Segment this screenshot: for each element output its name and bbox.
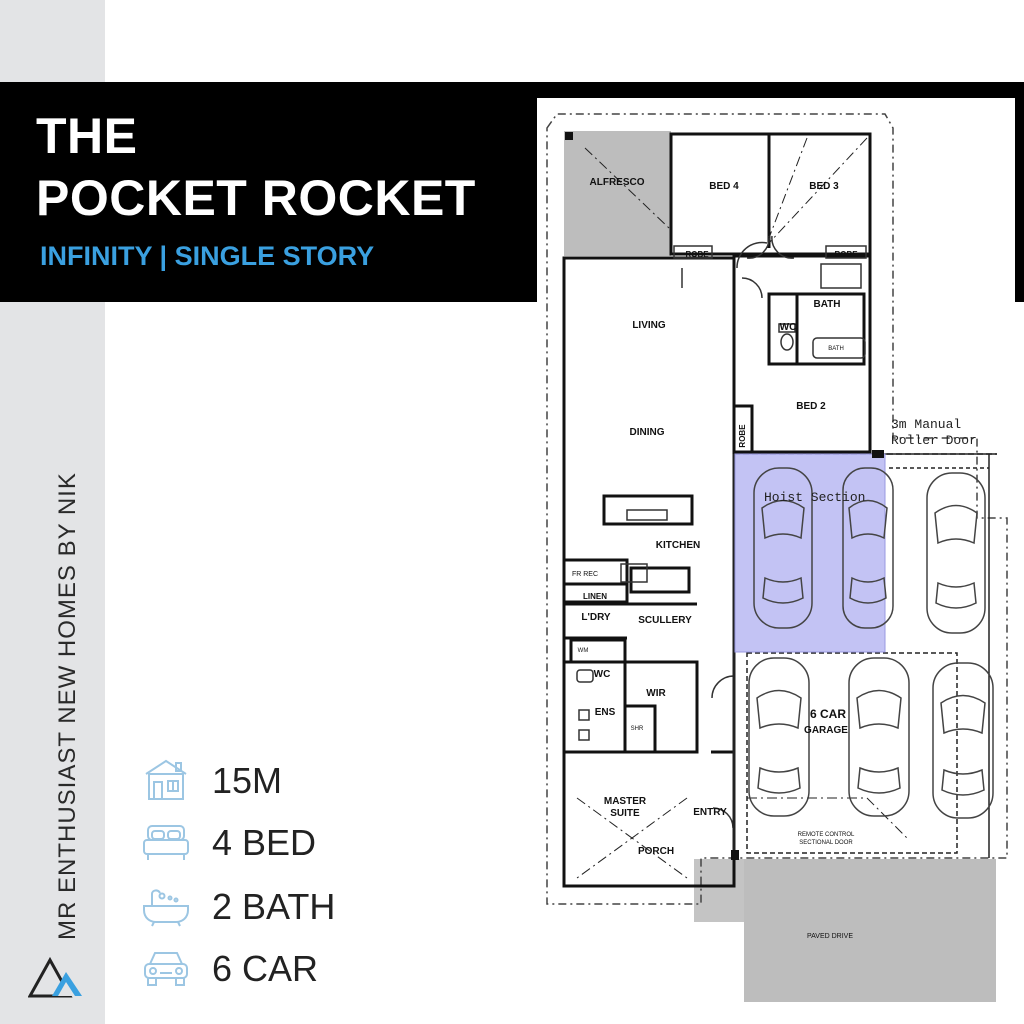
- room-label-bed3: BED 3: [809, 181, 839, 192]
- paved-drive-area: [744, 859, 996, 1002]
- car-outline: [932, 662, 994, 819]
- spec-label: 2 BATH: [212, 886, 336, 927]
- room-label-ens: ENS: [595, 707, 616, 718]
- room-label-master: MASTER: [604, 796, 647, 807]
- floor-plan: ALFRESCO BED 4 BED 3 ROBE ROBE BATH BATH…: [537, 98, 1015, 1008]
- porch-paving: [694, 859, 744, 922]
- room-label-porch: PORCH: [638, 846, 674, 857]
- annotation-roller-door: Roller Door: [891, 433, 977, 448]
- spec-bathrooms: 2 BATH: [140, 884, 400, 934]
- spec-label: 4 BED: [212, 822, 317, 863]
- bed-icon: [143, 825, 189, 860]
- room-label-entry: ENTRY: [693, 807, 727, 818]
- room-label-bathtub: BATH: [828, 346, 844, 352]
- page-title-line2: POCKET ROCKET: [36, 170, 476, 226]
- triangle-logo-icon: [28, 956, 82, 998]
- bathtub-icon: [143, 889, 189, 927]
- garage-door-label: REMOTE CONTROL: [798, 832, 855, 838]
- room-label-garage: 6 CAR: [810, 707, 846, 721]
- room-label-wm: WM: [578, 648, 589, 654]
- brand-vertical-text: MR ENTHUSIAST NEW HOMES BY NIK: [54, 472, 81, 940]
- room-label-wc: WC: [594, 669, 611, 680]
- room-label-bed2: BED 2: [796, 401, 826, 412]
- room-label-dining: DINING: [630, 427, 665, 438]
- room-label-robe: ROBE: [738, 424, 747, 448]
- spec-label: 6 CAR: [212, 948, 319, 989]
- room-label-wir: WIR: [646, 688, 666, 699]
- house-icon: [145, 759, 187, 800]
- annotation-roller-door: 3m Manual: [891, 417, 961, 432]
- car-icon: [144, 952, 188, 986]
- room-label-fr-rec: FR REC: [572, 571, 598, 578]
- room-label-scullery: SCULLERY: [638, 615, 692, 626]
- room-label-linen: LINEN: [583, 592, 607, 601]
- paved-drive-label: PAVED DRIVE: [807, 933, 853, 940]
- car-outline: [753, 467, 813, 629]
- room-label-garage: GARAGE: [804, 725, 848, 736]
- room-label-robe: ROBE: [834, 250, 858, 259]
- page-subtitle: INFINITY | SINGLE STORY: [40, 241, 375, 271]
- room-label-suite: SUITE: [610, 808, 640, 819]
- car-outline: [848, 657, 910, 817]
- room-label-alfresco: ALFRESCO: [590, 177, 645, 188]
- room-label-kitchen: KITCHEN: [656, 540, 700, 551]
- room-label-wc: WC: [780, 322, 797, 333]
- car-outline: [926, 472, 986, 634]
- spec-label: 15M: [212, 760, 283, 801]
- page-title-line1: THE: [36, 108, 138, 164]
- room-label-bed4: BED 4: [709, 181, 739, 192]
- alfresco-area: [564, 131, 671, 256]
- car-outline: [748, 657, 810, 817]
- annotation-hoist: Hoist Section: [764, 490, 865, 505]
- room-label-bath: BATH: [813, 299, 840, 310]
- room-label-robe: ROBE: [685, 250, 709, 259]
- garage-door-label: SECTIONAL DOOR: [799, 840, 853, 846]
- car-outline: [842, 467, 894, 629]
- spec-bedrooms: 4 BED: [140, 820, 400, 870]
- room-label-living: LIVING: [632, 320, 666, 331]
- room-label-ldry: L'DRY: [581, 612, 611, 623]
- spec-garage: 6 CAR: [140, 946, 400, 996]
- room-label-shr: SHR: [631, 726, 644, 732]
- spec-frontage: 15M: [140, 758, 400, 808]
